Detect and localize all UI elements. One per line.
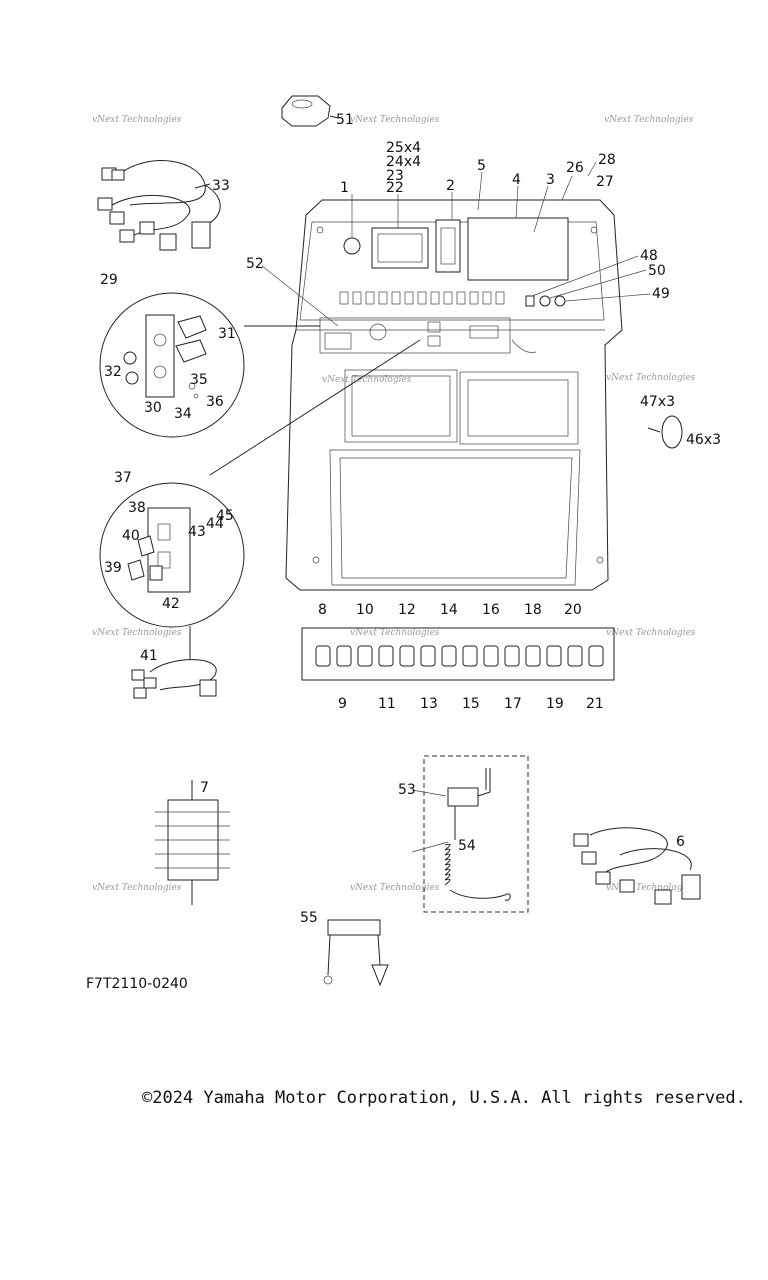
watermark: vNext Technologies — [92, 628, 182, 638]
callout-14: 14 — [440, 602, 458, 618]
part-53-54-lanyard — [423, 755, 529, 913]
callout-39: 39 — [104, 560, 122, 576]
watermark: vNext Technologies — [606, 373, 696, 383]
callout-32: 32 — [104, 364, 122, 380]
callout-26: 26 — [566, 160, 584, 176]
watermark: vNext Technologies — [350, 883, 440, 893]
part-48-50-49-switches — [525, 295, 566, 307]
callout-7: 7 — [200, 780, 209, 796]
callout-40: 40 — [122, 528, 140, 544]
callout-10: 10 — [356, 602, 374, 618]
callout-11: 11 — [378, 696, 396, 712]
callout-16: 16 — [482, 602, 500, 618]
callout-46x3: 46x3 — [686, 432, 721, 448]
part-51-cap — [281, 95, 339, 127]
part-6-harness — [573, 827, 701, 905]
callout-6: 6 — [676, 834, 685, 850]
callout-labels: 51 25x4 24x4 23 22 1 2 5 4 3 26 28 27 33… — [100, 112, 721, 926]
callout-29: 29 — [100, 272, 118, 288]
callout-2: 2 — [446, 178, 455, 194]
callout-47x3: 47x3 — [640, 394, 675, 410]
callout-21: 21 — [586, 696, 604, 712]
figure-code: F7T2110-0240 — [86, 976, 188, 992]
callout-13: 13 — [420, 696, 438, 712]
callout-31: 31 — [218, 326, 236, 342]
callout-37: 37 — [114, 470, 132, 486]
callout-33: 33 — [212, 178, 230, 194]
callout-20: 20 — [564, 602, 582, 618]
part-1-gauge — [343, 237, 361, 255]
part-37-detail — [99, 339, 421, 660]
watermark: vNext Technologies — [92, 115, 182, 125]
part-3-display — [467, 217, 569, 281]
watermark: vNext Technologies — [606, 883, 696, 893]
callout-24x4: 24x4 — [386, 154, 421, 170]
callout-51: 51 — [336, 112, 354, 128]
watermark: vNext Technologies — [350, 115, 440, 125]
copyright-notice: ©2024 Yamaha Motor Corporation, U.S.A. A… — [142, 1088, 746, 1108]
callout-28: 28 — [598, 152, 616, 168]
watermarks: vNext Technologies vNext Technologies vN… — [92, 115, 696, 893]
callout-52: 52 — [246, 256, 264, 272]
callout-35: 35 — [190, 372, 208, 388]
part-7-fuse-block — [155, 780, 230, 905]
watermark: vNext Technologies — [92, 883, 182, 893]
part-22-display — [371, 227, 429, 269]
callout-27: 27 — [596, 174, 614, 190]
watermark: vNext Technologies — [604, 115, 694, 125]
callout-18: 18 — [524, 602, 542, 618]
switch-slot-row — [339, 291, 505, 305]
callout-41: 41 — [140, 648, 158, 664]
callout-30: 30 — [144, 400, 162, 416]
watermark: vNext Technologies — [350, 628, 440, 638]
callout-44: 44 — [206, 516, 224, 532]
callout-23: 23 — [386, 168, 404, 184]
callout-43: 43 — [188, 524, 206, 540]
callout-19: 19 — [546, 696, 564, 712]
callout-15: 15 — [462, 696, 480, 712]
callout-55: 55 — [300, 910, 318, 926]
watermark: vNext Technologies — [322, 375, 412, 385]
callout-54: 54 — [458, 838, 476, 854]
callout-1: 1 — [340, 180, 349, 196]
leader-lines — [261, 161, 651, 853]
callout-3: 3 — [546, 172, 555, 188]
callout-25x4: 25x4 — [386, 140, 421, 156]
part-41-harness — [131, 659, 217, 699]
callout-17: 17 — [504, 696, 522, 712]
callout-12: 12 — [398, 602, 416, 618]
part-55-cord — [323, 919, 389, 987]
callout-36: 36 — [206, 394, 224, 410]
callout-4: 4 — [512, 172, 521, 188]
callout-50: 50 — [648, 263, 666, 279]
part-2-display — [435, 219, 461, 273]
callout-42: 42 — [162, 596, 180, 612]
callout-9: 9 — [338, 696, 347, 712]
callout-8: 8 — [318, 602, 327, 618]
callout-53: 53 — [398, 782, 416, 798]
callout-45: 45 — [216, 508, 234, 524]
part-29-detail — [99, 292, 320, 438]
watermark: vNext Technologies — [606, 628, 696, 638]
callout-34: 34 — [174, 406, 192, 422]
part-46-47-tie — [647, 415, 683, 449]
callout-5: 5 — [477, 158, 486, 174]
callout-22: 22 — [386, 180, 404, 196]
switch-strip — [301, 627, 615, 681]
part-33-harness — [97, 160, 221, 251]
callout-49: 49 — [652, 286, 670, 302]
callout-38: 38 — [128, 500, 146, 516]
callout-48: 48 — [640, 248, 658, 264]
